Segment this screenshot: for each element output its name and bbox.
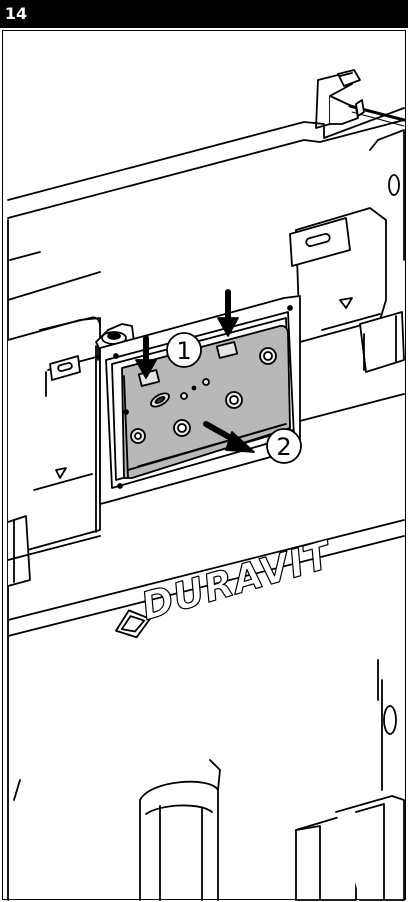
step-number-badge: 14 <box>0 0 32 28</box>
horizontal-rail <box>7 345 405 637</box>
callout-1-label: 1 <box>176 337 191 365</box>
callout-2-label: 2 <box>276 433 291 461</box>
pull-arrow <box>203 421 255 453</box>
installation-illustration: 1 2 DURAVIT <box>7 69 406 901</box>
brand-logo-text: DURAVIT <box>137 532 339 629</box>
cover-plate <box>113 305 295 489</box>
duravit-logo: DURAVIT <box>115 531 339 639</box>
callout-2: 2 <box>266 428 302 464</box>
left-side-panel <box>7 316 101 587</box>
callout-1: 1 <box>166 332 202 368</box>
press-arrows <box>135 289 239 379</box>
illustration-frame <box>2 30 406 900</box>
header-bar <box>0 0 408 28</box>
drain-pipe <box>139 780 219 901</box>
lower-frame <box>13 174 400 801</box>
mounting-feet <box>295 795 405 901</box>
right-side-panel <box>289 207 405 373</box>
wall-bracket <box>315 69 406 129</box>
